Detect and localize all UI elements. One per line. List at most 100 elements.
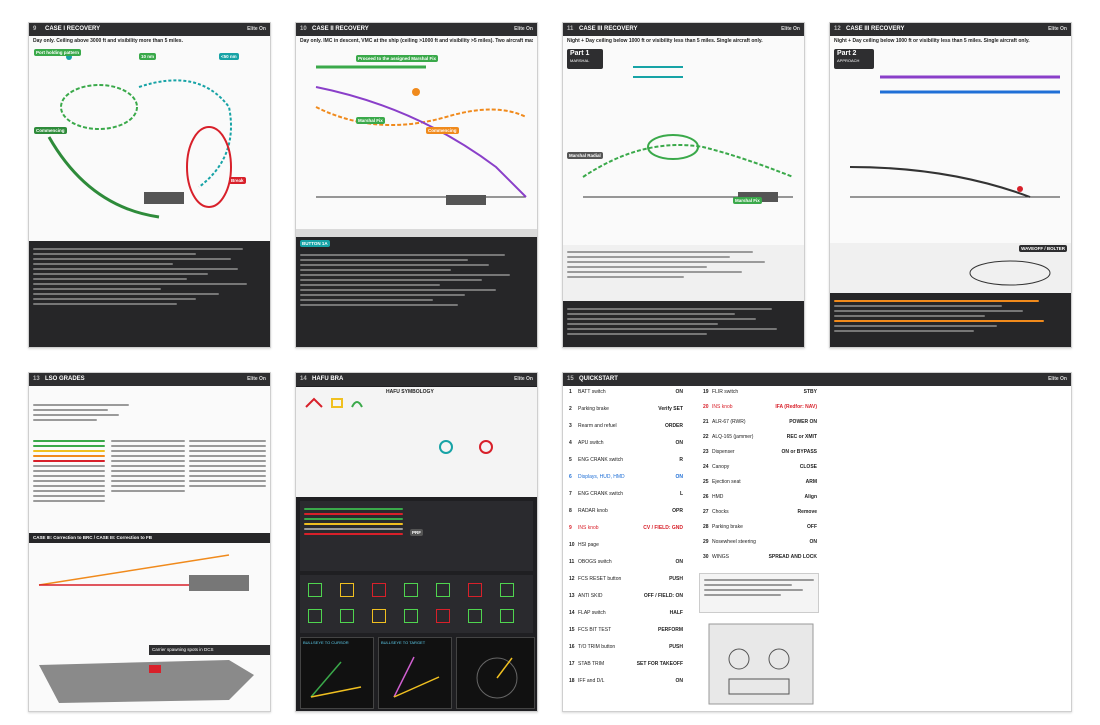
- step-value: PUSH: [669, 576, 683, 582]
- step-number: 10: [569, 542, 575, 548]
- step-number: 6: [569, 474, 572, 480]
- step-number: 28: [703, 524, 709, 530]
- step-value: R: [679, 457, 683, 463]
- step-item: FCS RESET button: [578, 576, 622, 582]
- page-number: 13: [33, 376, 40, 382]
- cockpit-panel-diagram: [708, 623, 814, 705]
- step-number: 20: [703, 404, 709, 410]
- step-item: ALR-67 (RWR): [712, 419, 746, 425]
- page-lso-grades[interactable]: 13 LSO GRADES Elite On CASE III: Correctio…: [28, 372, 271, 712]
- page-title: LSO GRADES: [45, 376, 85, 382]
- step-value: ON or BYPASS: [781, 449, 817, 455]
- bullseye-radar-panel: [456, 637, 535, 709]
- step-item: FLAP switch: [578, 610, 606, 616]
- step-number: 26: [703, 494, 709, 500]
- step-item: T/O TRIM button: [578, 644, 616, 650]
- step-item: Displays, HUD, HMD: [578, 474, 625, 480]
- step-number: 19: [703, 389, 709, 395]
- page-title: HAFU BRA: [312, 376, 344, 382]
- case-i-pattern-diagram: [47, 54, 232, 219]
- step-item: ENG CRANK switch: [578, 491, 624, 497]
- brand-logo: Elite On: [247, 26, 266, 32]
- hafu-symbology-title: HAFU SYMBOLOGY: [386, 389, 434, 395]
- label-holding: Port holding pattern: [34, 49, 81, 56]
- step-item: Ejection seat: [712, 479, 741, 485]
- carrier-deck-diagram: [39, 660, 254, 703]
- step-value: L: [679, 491, 683, 497]
- step-value: Verify SET: [658, 406, 683, 412]
- brand-logo: Elite On: [247, 376, 266, 382]
- label-50nm: <50 nm: [219, 53, 239, 60]
- step-number: 5: [569, 457, 572, 463]
- step-value: OFF / FIELD: ON: [643, 593, 683, 599]
- page-number: 15: [567, 376, 574, 382]
- case-ii-pattern-diagram: [315, 65, 527, 205]
- page-number: 14: [300, 376, 307, 382]
- step-number: 29: [703, 539, 709, 545]
- step-number: 11: [569, 559, 575, 565]
- label-commencing: Commencing: [426, 127, 459, 134]
- bullseye-target-label: BULLSEYE TO TARGET: [381, 640, 426, 645]
- page-title: CASE II RECOVERY: [312, 26, 369, 32]
- step-number: 30: [703, 554, 709, 560]
- prf-label: PRF: [410, 529, 423, 536]
- button-1a-tag: BUTTON 1A: [300, 240, 330, 247]
- brand-logo: Elite On: [514, 26, 533, 32]
- step-value: ON: [809, 539, 818, 545]
- label-commencing: Commencing: [34, 127, 67, 134]
- step-number: 8: [569, 508, 572, 514]
- step-value: IFA (Redfor: NAV): [775, 404, 817, 410]
- step-item: Canopy: [712, 464, 730, 470]
- label-10nm: 10 nm: [139, 53, 157, 60]
- brand-logo: Elite On: [781, 26, 800, 32]
- step-value: SPREAD AND LOCK: [768, 554, 817, 560]
- part-title: APPROACH: [837, 58, 860, 63]
- step-value: REC or XMIT: [786, 434, 817, 440]
- correction-header: CASE III: Correction to BRC / CASE III: …: [29, 533, 270, 543]
- step-value: OFF: [807, 524, 817, 530]
- label-break: Break: [229, 177, 246, 184]
- step-item: INS knob: [578, 525, 599, 531]
- carrier-spawn-header: Carrier spawning spots in DCS: [149, 645, 270, 655]
- page-subtitle: Night + Day ceiling below 1000 ft or vis…: [567, 38, 763, 44]
- step-item: WINGS: [712, 554, 729, 560]
- label-marshal-fix: Marshal Fix: [733, 197, 762, 204]
- step-item: STAB TRIM: [578, 661, 605, 667]
- step-item: Parking brake: [712, 524, 743, 530]
- step-item: Rearm and refuel: [578, 423, 617, 429]
- label-marshal-radial: Marshal Radial: [567, 152, 603, 159]
- step-number: 27: [703, 509, 709, 515]
- step-item: Nosewheel steering: [712, 539, 756, 545]
- step-value: PERFORM: [658, 627, 683, 633]
- hafu-symbology-panel: HAFU SYMBOLOGY: [296, 387, 537, 497]
- brand-logo: Elite On: [1048, 26, 1067, 32]
- step-number: 23: [703, 449, 709, 455]
- step-item: APU switch: [578, 440, 604, 446]
